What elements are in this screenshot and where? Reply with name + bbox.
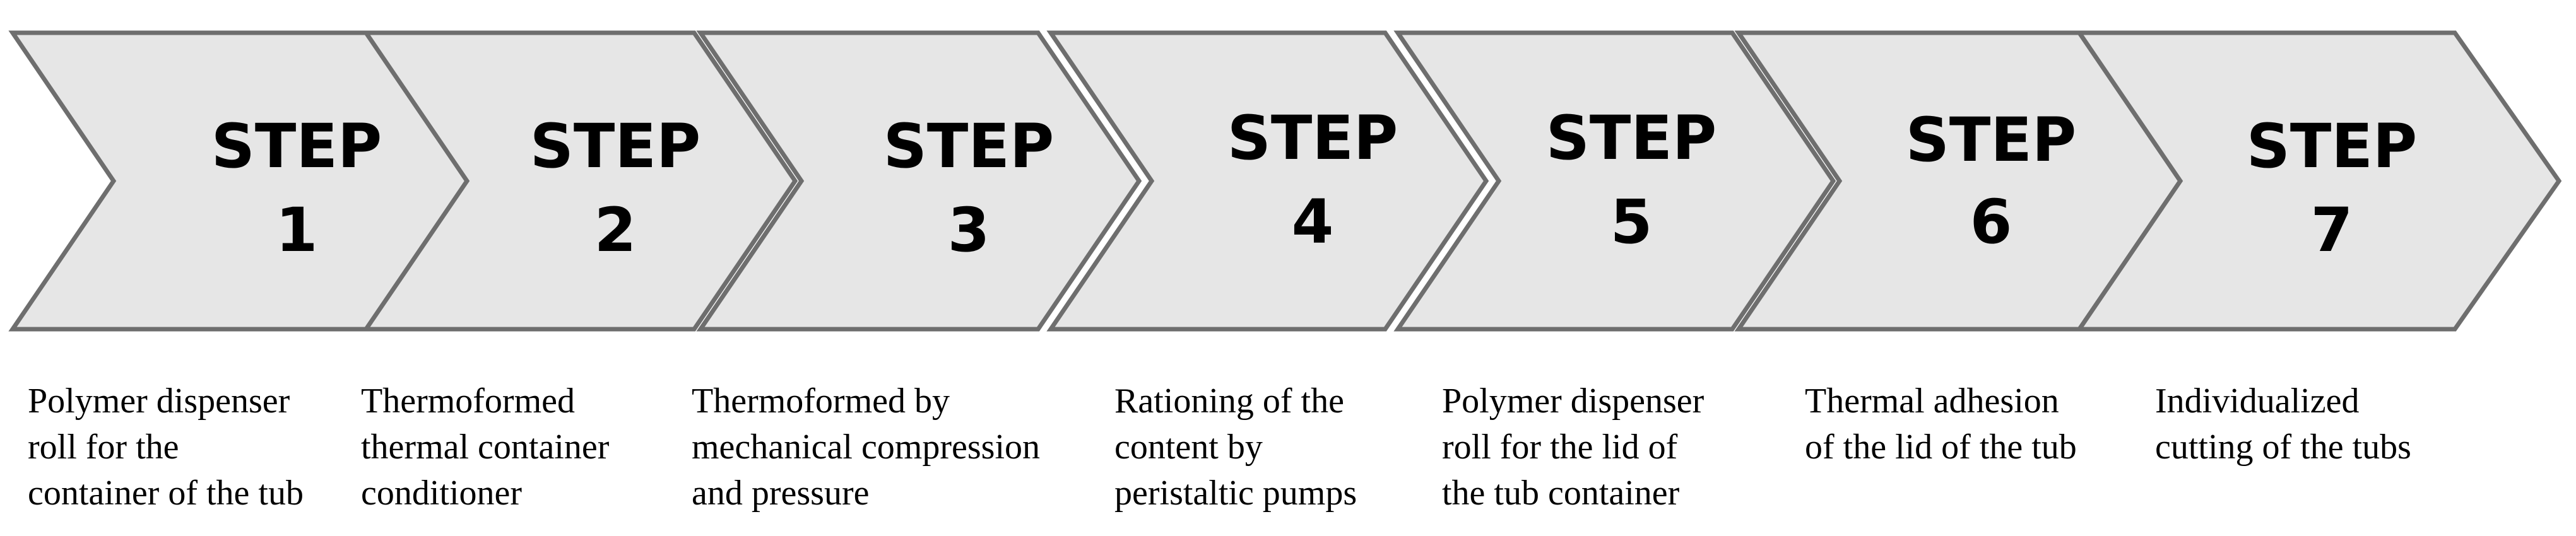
step-6-description-line: Thermal adhesion — [1805, 382, 2059, 421]
step-4-label: STEP — [1227, 103, 1398, 173]
step-4-description-line: peristaltic pumps — [1114, 474, 1357, 513]
step-5-description-line: the tub container — [1442, 474, 1680, 513]
step-2-number: 2 — [594, 195, 637, 265]
step-7-description-line: Individualized — [2155, 382, 2360, 421]
step-5-label: STEP — [1546, 103, 1717, 173]
step-2-description: Thermoformed thermal container conditioner — [361, 378, 609, 516]
step-7-chevron — [2075, 30, 2562, 332]
step-7-label: STEP — [2247, 111, 2418, 182]
step-1-description: Polymer dispenser roll for the container o… — [28, 378, 304, 516]
step-3-description: Thermoformed by mechanical compression and… — [692, 378, 1040, 516]
step-3-description-line: mechanical compression — [692, 428, 1041, 467]
step-1-description-line: container of the tub — [28, 474, 304, 513]
step-3-description-line: Thermoformed by — [692, 382, 950, 421]
step-7-description-line: cutting of the tubs — [2155, 428, 2411, 467]
step-6-description: Thermal adhesion of the lid of the tub — [1805, 378, 2077, 470]
step-5-description: Polymer dispenser roll for the lid of the … — [1442, 378, 1704, 516]
step-1-number: 1 — [276, 195, 318, 265]
step-2-description-line: Thermoformed — [361, 382, 575, 421]
step-4-number: 4 — [1292, 187, 1334, 257]
step-6-description-line: of the lid of the tub — [1805, 428, 2077, 467]
step-2-label: STEP — [530, 111, 701, 182]
step-5-description-line: roll for the lid of — [1442, 428, 1678, 467]
step-4-chevron — [1046, 30, 1489, 332]
step-3-chevron — [696, 30, 1142, 332]
step-1-label: STEP — [211, 111, 382, 182]
step-5-number: 5 — [1610, 187, 1653, 257]
step-5-chevron — [1393, 30, 1836, 332]
step-5-description-line: Polymer dispenser — [1442, 382, 1705, 421]
step-1-description-line: Polymer dispenser — [28, 382, 290, 421]
step-2-description-line: thermal container — [361, 428, 610, 467]
step-6-label: STEP — [1906, 105, 2077, 175]
step-2-description-line: conditioner — [361, 474, 523, 513]
step-1-description-line: roll for the — [28, 428, 179, 467]
step-3-description-line: and pressure — [692, 474, 870, 513]
step-4-description-line: content by — [1114, 428, 1263, 467]
step-2-chevron — [362, 30, 798, 332]
step-7-number: 7 — [2311, 195, 2353, 265]
step-4-description-line: Rationing of the — [1114, 382, 1344, 421]
step-3-number: 3 — [948, 195, 990, 265]
step-7-description: Individualized cutting of the tubs — [2155, 378, 2411, 470]
step-6-number: 6 — [1970, 187, 2012, 257]
step-4-description: Rationing of the content by peristaltic pu… — [1114, 378, 1357, 516]
step-3-label: STEP — [883, 111, 1055, 182]
